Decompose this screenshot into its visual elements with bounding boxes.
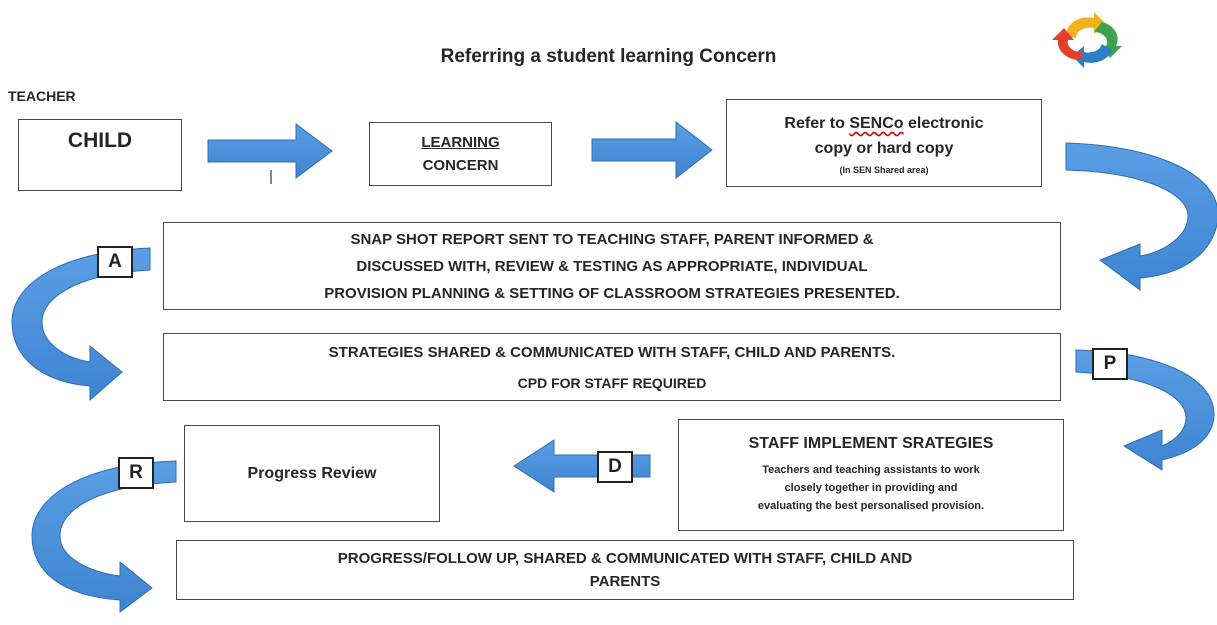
stage-r-badge: R (118, 457, 154, 489)
strategies-box: STRATEGIES SHARED & COMMUNICATED WITH ST… (163, 333, 1061, 401)
refer-line1: Refer to SENCo electronic (784, 111, 983, 136)
progress-review-label: Progress Review (247, 464, 377, 482)
learning-concern-line1: LEARNING (421, 134, 500, 151)
arrow-staff-to-review (513, 439, 651, 493)
curved-arrow-refer-to-snapshot (1065, 142, 1217, 291)
progress-review-box: Progress Review (184, 425, 440, 522)
refer-prefix: Refer to (784, 115, 850, 132)
stage-a-badge: A (97, 246, 133, 278)
curved-arrow-p (1075, 349, 1215, 471)
curved-arrow-a (11, 247, 151, 402)
senco-word: SENCo (849, 115, 904, 132)
snapshot-line2: DISCUSSED WITH, REVIEW & TESTING AS APPR… (356, 257, 868, 275)
staff-line2: closely together in providing and (784, 482, 958, 494)
staff-implement-box: STAFF IMPLEMENT SRATEGIES Teachers and t… (678, 419, 1064, 531)
snapshot-report-box: SNAP SHOT REPORT SENT TO TEACHING STAFF,… (163, 222, 1061, 310)
refer-suffix: electronic (903, 115, 984, 132)
child-label: CHILD (67, 129, 133, 152)
stage-p-badge: P (1092, 348, 1128, 380)
child-box: CHILD (18, 119, 182, 191)
curved-arrow-r (31, 460, 177, 613)
followup-line1: PROGRESS/FOLLOW UP, SHARED & COMMUNICATE… (337, 550, 913, 567)
learning-concern-line2: CONCERN (422, 157, 499, 174)
followup-box: PROGRESS/FOLLOW UP, SHARED & COMMUNICATE… (176, 540, 1074, 600)
refer-line2: copy or hard copy (814, 140, 954, 157)
arrow-concern-to-refer (591, 120, 713, 180)
followup-line2: PARENTS (589, 573, 661, 590)
page-title: Referring a student learning Concern (440, 46, 777, 67)
refer-subtext: (In SEN Shared area) (839, 165, 929, 175)
strategies-line2: CPD FOR STAFF REQUIRED (517, 374, 707, 391)
cycle-arrows-logo (1052, 12, 1122, 68)
refer-senco-box: Refer to SENCo electronic copy or hard c… (726, 99, 1042, 187)
tick-mark (270, 170, 272, 184)
snapshot-line1: SNAP SHOT REPORT SENT TO TEACHING STAFF,… (350, 230, 874, 248)
teacher-label: TEACHER (8, 88, 76, 104)
stage-d-badge: D (597, 451, 633, 483)
snapshot-line3: PROVISION PLANNING & SETTING OF CLASSROO… (324, 284, 900, 302)
arrow-child-to-concern (207, 123, 333, 179)
staff-line3: evaluating the best personalised provisi… (757, 500, 985, 512)
staff-line1: Teachers and teaching assistants to work (762, 464, 980, 476)
strategies-line1: STRATEGIES SHARED & COMMUNICATED WITH ST… (328, 343, 896, 361)
staff-title: STAFF IMPLEMENT SRATEGIES (748, 435, 994, 452)
learning-concern-box: LEARNING CONCERN (369, 122, 552, 186)
